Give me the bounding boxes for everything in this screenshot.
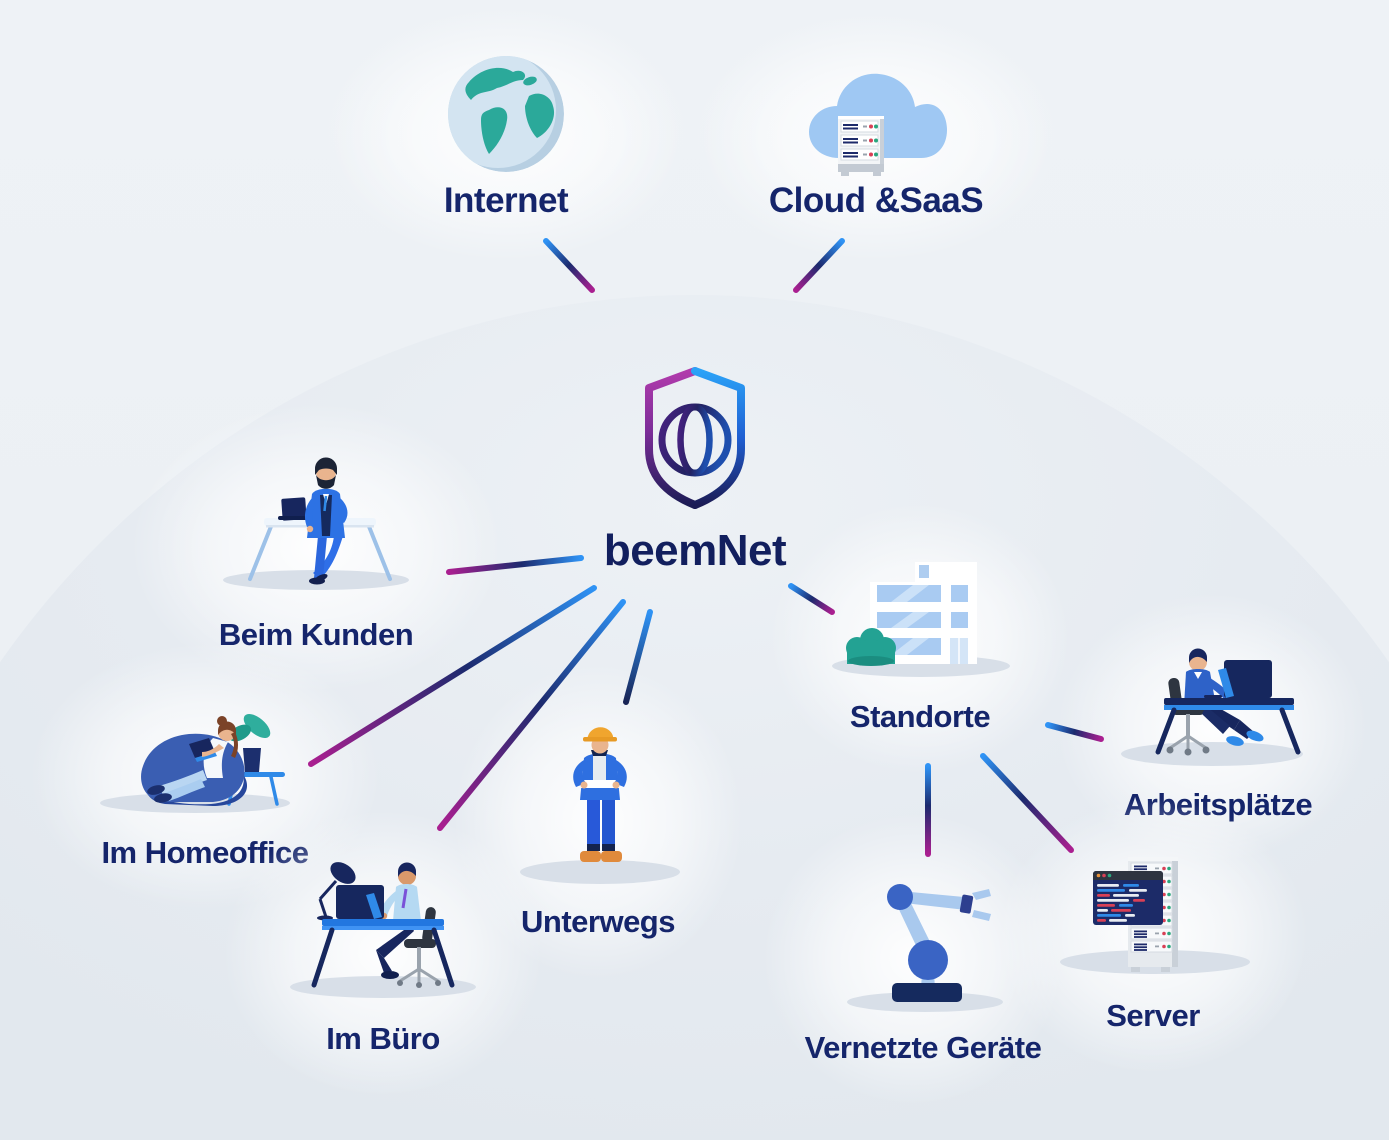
server-in-cloud [838, 116, 884, 176]
internet-globe-icon [448, 56, 564, 172]
hub-label: beemNet [603, 526, 787, 575]
node-standorte: Standorte [770, 503, 1070, 775]
laptop [281, 497, 307, 521]
field-worker-illustration [520, 727, 680, 884]
businessman [304, 457, 348, 585]
robot-arm [887, 884, 991, 1002]
monitor [336, 885, 384, 919]
node-server: Server [998, 798, 1308, 1074]
field-worker [573, 727, 627, 862]
consultant-at-customer-illustration [223, 457, 409, 590]
robot-arm-illustration [847, 884, 1003, 1012]
node-beim-kunden: Beim Kunden [131, 403, 501, 693]
homeoffice-beanbag-illustration [100, 714, 290, 813]
node-label-cloud-saas: Cloud &SaaS [768, 181, 984, 220]
node-arbeitsplaetze: Arbeitsplätze [1057, 593, 1367, 863]
node-label-server: Server [1106, 998, 1200, 1033]
shield-globe-icon [645, 367, 745, 509]
node-label-unterwegs: Unterwegs [521, 904, 675, 939]
office-desk-illustration [290, 862, 476, 998]
node-label-standorte: Standorte [849, 699, 991, 734]
node-vernetzte-geraete: Vernetzte Geräte [763, 813, 1063, 1106]
desk-lamp [317, 862, 356, 921]
office-building-illustration [832, 562, 1010, 677]
remote-worker-woman [147, 716, 238, 803]
node-label-internet: Internet [443, 181, 569, 220]
building [870, 562, 977, 664]
monitor [1218, 660, 1272, 698]
desk [311, 919, 455, 988]
code-window [1093, 871, 1163, 925]
desk [1155, 698, 1301, 755]
bush [846, 628, 896, 666]
node-label-vernetzte-geraete: Vernetzte Geräte [804, 1030, 1042, 1065]
node-im-buero: Im Büro [223, 810, 543, 1097]
server-rack-illustration [1060, 857, 1250, 974]
node-internet: Internet [321, 7, 691, 261]
node-unterwegs: Unterwegs [453, 663, 743, 980]
node-cloud-saas: Cloud &SaaS [691, 13, 1061, 261]
cloud-server-icon [809, 73, 947, 176]
workstation-illustration [1121, 648, 1303, 766]
hub-beemnet: beemNet [565, 361, 825, 575]
node-label-im-buero: Im Büro [326, 1021, 440, 1056]
